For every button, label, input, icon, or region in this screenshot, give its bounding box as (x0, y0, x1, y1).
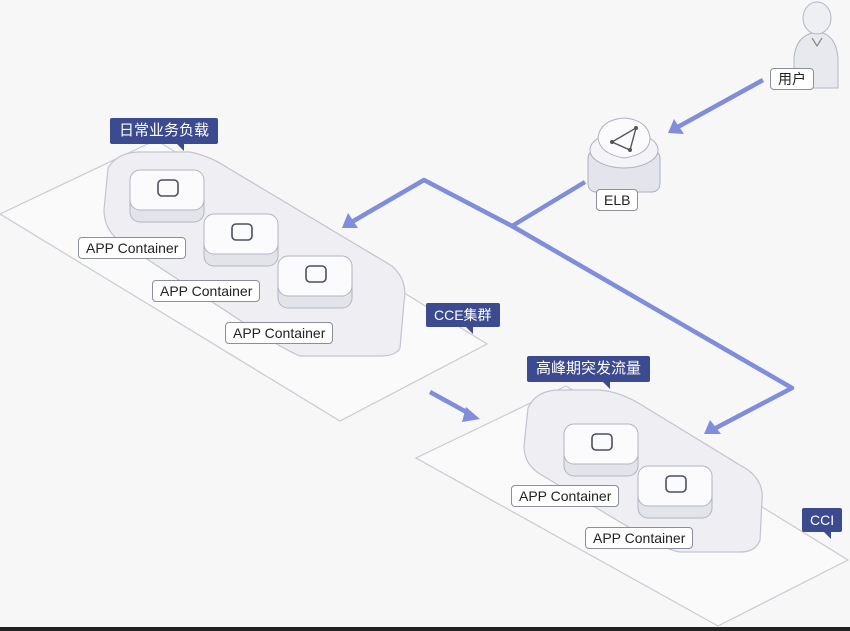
arrow-head-cci (704, 420, 721, 434)
line-elb-to-cci (510, 224, 795, 432)
line-elb-to-cce (348, 177, 587, 229)
container-cube-3 (277, 255, 353, 309)
elb-icon (587, 117, 661, 193)
arrow-head-elb (668, 119, 684, 134)
line-cce-to-cci (428, 390, 472, 416)
container-cube-2 (203, 213, 279, 267)
line-user-to-elb (674, 78, 765, 130)
cce-cluster-tag: CCE集群 (426, 303, 500, 334)
peak-traffic-tag: 高峰期突发流量 (527, 356, 651, 389)
app-container-label-1: APP Container (78, 237, 187, 259)
arrow-head-scale (462, 407, 480, 422)
app-container-label-4: APP Container (511, 485, 620, 507)
elb-label: ELB (596, 189, 639, 211)
app-container-label-2: APP Container (152, 280, 261, 302)
bottom-border (0, 627, 850, 631)
container-cube-4 (563, 423, 639, 477)
container-cube-5 (637, 465, 713, 519)
container-cube-1 (129, 169, 205, 223)
daily-workload-tag: 日常业务负载 (110, 118, 219, 151)
cci-tag: CCI (802, 508, 843, 539)
app-container-label-3: APP Container (225, 322, 334, 344)
app-container-label-5: APP Container (585, 527, 694, 549)
user-label: 用户 (770, 68, 814, 90)
traffic-lines (348, 78, 795, 432)
arrow-heads (342, 119, 721, 434)
arrow-head-cce (342, 213, 358, 228)
